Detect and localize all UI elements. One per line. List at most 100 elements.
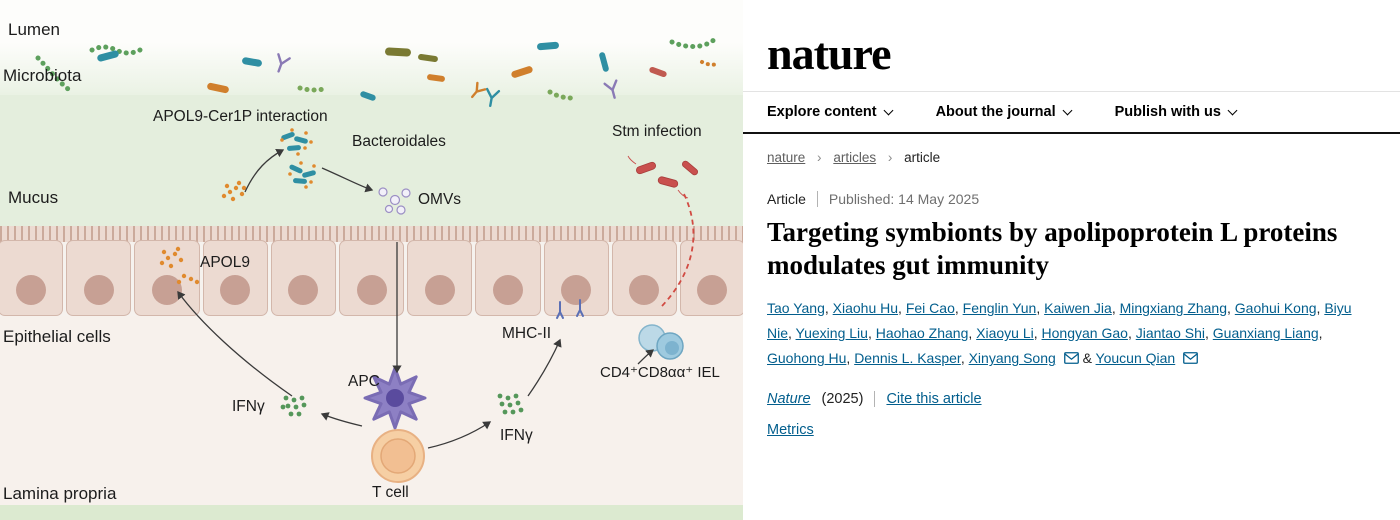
brush-border bbox=[0, 226, 743, 242]
label-bacteroidales: Bacteroidales bbox=[352, 133, 446, 150]
chevron-down-icon bbox=[1227, 105, 1238, 116]
iel-cells bbox=[638, 324, 684, 360]
cell-nucleus bbox=[151, 275, 182, 305]
breadcrumb: nature › articles › article bbox=[743, 134, 1400, 165]
author-link[interactable]: Mingxiang Zhang bbox=[1119, 300, 1228, 317]
label-stm: Stm infection bbox=[612, 123, 702, 140]
omv-vesicles bbox=[378, 187, 411, 215]
epithelial-cell bbox=[407, 240, 473, 316]
author-link[interactable]: Youcun Qian bbox=[1095, 350, 1176, 367]
breadcrumb-separator: › bbox=[817, 150, 822, 166]
author-link[interactable]: Fenglin Yun bbox=[962, 300, 1037, 317]
gut-immunity-figure: Lumen Microbiota Mucus Epithelial cells … bbox=[0, 0, 743, 520]
nav-publish-with-us[interactable]: Publish with us bbox=[1114, 104, 1238, 121]
epithelial-cell bbox=[475, 240, 541, 316]
cell-nucleus bbox=[15, 275, 46, 305]
label-omvs: OMVs bbox=[418, 191, 462, 208]
epithelial-cell-row bbox=[0, 240, 743, 316]
cell-nucleus bbox=[356, 275, 387, 305]
apol9-particles bbox=[159, 180, 247, 285]
t-cell bbox=[371, 429, 425, 483]
email-icon[interactable] bbox=[1063, 347, 1079, 372]
cell-nucleus bbox=[220, 275, 251, 305]
epithelial-cell bbox=[338, 240, 405, 316]
nature-logo[interactable]: nature bbox=[767, 28, 892, 79]
epithelial-cell bbox=[66, 240, 132, 316]
label-mhc2: MHC-II bbox=[502, 325, 552, 342]
author-link[interactable]: Yuexing Liu bbox=[795, 325, 868, 342]
cell-nucleus bbox=[288, 275, 319, 305]
nav-label: Explore content bbox=[767, 104, 877, 121]
author-link[interactable]: Jiantao Shi bbox=[1135, 325, 1205, 342]
main-nav: Explore content About the journal Publis… bbox=[743, 91, 1400, 135]
author-link[interactable]: Xinyang Song bbox=[968, 350, 1056, 367]
meta-divider bbox=[874, 390, 876, 407]
epithelial-cell bbox=[611, 240, 677, 316]
nav-about-journal[interactable]: About the journal bbox=[935, 104, 1073, 121]
article-type: Article bbox=[767, 191, 806, 208]
microbiota-bacteria bbox=[35, 35, 720, 108]
label-lumen: Lumen bbox=[8, 20, 60, 39]
author-link[interactable]: Kaiwen Jia bbox=[1044, 300, 1112, 317]
figure-arrows bbox=[177, 149, 655, 449]
citation-row: Nature (2025) Cite this article bbox=[743, 373, 1400, 407]
lamina-propria-zone bbox=[0, 316, 743, 505]
epithelial-cell bbox=[202, 240, 268, 316]
author-link[interactable]: Biyu Nie bbox=[767, 300, 1352, 342]
author-link[interactable]: Gaohui Kong bbox=[1234, 300, 1317, 317]
author-link[interactable]: Xiaohu Hu bbox=[832, 300, 899, 317]
published-date: Published: 14 May 2025 bbox=[828, 191, 980, 208]
breadcrumb-article: article bbox=[904, 150, 941, 166]
nav-label: Publish with us bbox=[1114, 104, 1221, 121]
label-ifng-right: IFNγ bbox=[500, 427, 533, 444]
chevron-down-icon bbox=[1062, 105, 1073, 116]
cell-nucleus bbox=[561, 275, 592, 305]
author-link[interactable]: Tao Yang bbox=[767, 300, 825, 317]
email-icon[interactable] bbox=[1183, 347, 1199, 372]
ifng-particles bbox=[280, 393, 524, 417]
cell-nucleus bbox=[697, 275, 728, 305]
epithelial-cell bbox=[0, 240, 64, 316]
cell-nucleus bbox=[424, 275, 455, 305]
author-link[interactable]: Fei Cao bbox=[905, 300, 955, 317]
lumen-zone bbox=[0, 0, 743, 95]
cite-this-article-link[interactable]: Cite this article bbox=[886, 390, 982, 407]
cell-nucleus bbox=[83, 275, 114, 305]
author-link[interactable]: Haohao Zhang bbox=[875, 325, 969, 342]
label-apol9: APOL9 bbox=[200, 254, 250, 271]
label-ifng-left: IFNγ bbox=[232, 398, 265, 415]
breadcrumb-separator: › bbox=[887, 150, 893, 166]
label-lamina: Lamina propria bbox=[3, 484, 117, 503]
cell-nucleus bbox=[629, 275, 660, 305]
author-link[interactable]: Guohong Hu bbox=[767, 350, 847, 367]
apc-cell bbox=[363, 366, 427, 430]
epithelial-cell bbox=[543, 240, 609, 316]
breadcrumb-nature[interactable]: nature bbox=[767, 150, 806, 166]
nav-label: About the journal bbox=[935, 104, 1056, 121]
author-link[interactable]: Guanxiang Liang bbox=[1212, 325, 1319, 342]
journal-link[interactable]: Nature bbox=[767, 390, 811, 407]
metrics-row: Metrics bbox=[743, 407, 1400, 438]
mucus-zone bbox=[0, 95, 743, 226]
epithelial-cell bbox=[134, 240, 200, 316]
label-apol9-cer1p: APOL9-Cer1P interaction bbox=[153, 108, 328, 125]
author-link[interactable]: Hongyan Gao bbox=[1041, 325, 1128, 342]
chevron-down-icon bbox=[883, 105, 894, 116]
bacteroidales-cluster bbox=[280, 128, 316, 189]
label-iel: CD4⁺CD8αα⁺ IEL bbox=[600, 364, 720, 381]
mhc2-receptors bbox=[556, 299, 584, 319]
author-link[interactable]: Xiaoyu Li bbox=[976, 325, 1034, 342]
label-apc: APC bbox=[348, 373, 380, 390]
nav-explore-content[interactable]: Explore content bbox=[767, 104, 894, 121]
journal-year: (2025) bbox=[821, 390, 864, 407]
label-microbiota: Microbiota bbox=[3, 66, 82, 85]
label-tcell: T cell bbox=[372, 484, 409, 501]
breadcrumb-articles[interactable]: articles bbox=[833, 150, 877, 166]
cell-nucleus bbox=[492, 275, 523, 305]
metrics-link[interactable]: Metrics bbox=[767, 421, 814, 438]
label-mucus: Mucus bbox=[8, 188, 59, 207]
article-meta: Article Published: 14 May 2025 bbox=[743, 165, 1400, 208]
author-link[interactable]: Dennis L. Kasper bbox=[854, 350, 961, 367]
figure-illustration bbox=[35, 35, 720, 483]
author-list: Tao Yang, Xiaohu Hu, Fei Cao, Fenglin Yu… bbox=[743, 282, 1400, 373]
